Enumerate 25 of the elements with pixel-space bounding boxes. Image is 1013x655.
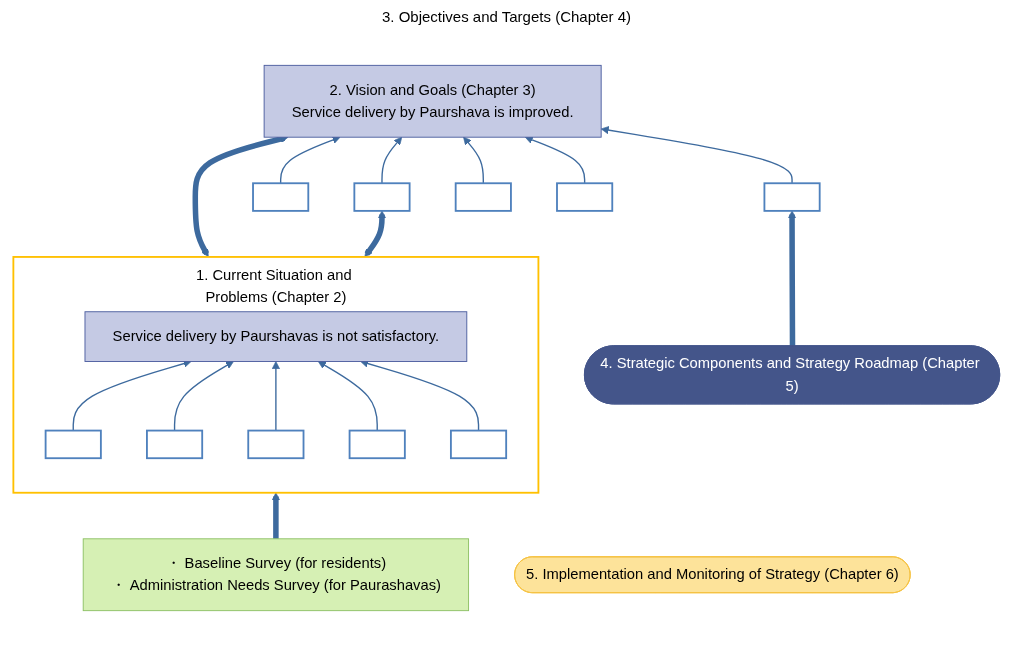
arrow: [788, 210, 797, 347]
arrow: [381, 136, 403, 184]
node-box: [556, 182, 614, 212]
arrow: [271, 492, 280, 539]
arrow: [317, 361, 378, 432]
section-heading: 3. Objectives and Targets (Chapter 4): [382, 8, 631, 25]
arrow: [600, 126, 793, 184]
node-box: 2. Vision and Goals (Chapter 3) Service delivery by Paurshava is improved.: [263, 64, 602, 138]
node-box: [348, 429, 406, 460]
node-box: Service delivery by Paurshavas is not satisfactory.: [84, 311, 468, 362]
node-box: [353, 182, 411, 212]
node-box: [146, 429, 204, 460]
arrow: [524, 136, 586, 184]
node-box: [247, 429, 305, 460]
node-box: [454, 182, 512, 212]
node-box: [252, 182, 310, 212]
arrow: [271, 361, 280, 432]
node-box: [44, 429, 102, 460]
arrow: [173, 361, 234, 432]
arrow: [279, 136, 341, 184]
node-box: [449, 429, 508, 460]
node-box: ・ Baseline Survey (for residents) ・ Administration Needs Survey (for Paurashavas): [82, 538, 470, 612]
arrow: [364, 210, 387, 257]
arrow: [463, 136, 484, 184]
node-box: [763, 182, 821, 212]
